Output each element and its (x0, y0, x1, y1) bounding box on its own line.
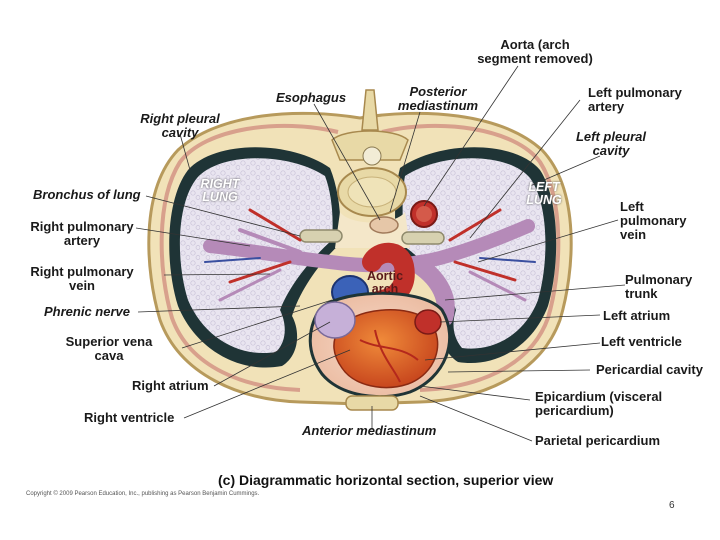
spinal-cord (362, 146, 382, 166)
label-left-ventricle: Left ventricle (601, 334, 682, 349)
label-epicardium: Epicardium (visceral pericardium) (535, 389, 663, 418)
label-right-pulmonary-vein: Right pulmonary vein (30, 264, 134, 293)
left-lung-vessels (448, 208, 536, 302)
esophagus (369, 216, 399, 234)
label-pulmonary-trunk: Pulmonary trunk (625, 272, 693, 301)
label-left-pulmonary-vein: Left pulmonary vein (620, 199, 687, 242)
label-right-lung: RIGHT LUNG (200, 177, 240, 204)
label-left-atrium: Left atrium (603, 308, 671, 323)
copyright-notice: Copyright © 2009 Pearson Education, Inc.… (26, 491, 260, 497)
page-number: 6 (669, 500, 675, 511)
right-lung-vessels (204, 208, 302, 302)
leader-lines (135, 65, 626, 442)
label-parietal-pericardium: Parietal pericardium (535, 433, 660, 448)
label-right-pulmonary-artery: Right pulmonary artery (30, 219, 134, 248)
label-left-lung: LEFT LUNG (526, 180, 562, 207)
label-anterior-mediastinum: Anterior mediastinum (302, 423, 437, 438)
label-superior-vena-cava: Superior vena cava (65, 334, 153, 363)
left-atrium (414, 309, 442, 335)
label-left-pleural-cavity: Left pleural cavity (575, 129, 647, 158)
label-esophagus: Esophagus (276, 90, 347, 105)
label-posterior-mediastinum: Posterior mediastinum (397, 84, 479, 113)
label-bronchus: Bronchus of lung (33, 187, 141, 202)
figure-caption: (c) Diagrammatic horizontal section, sup… (218, 472, 554, 488)
heart (333, 309, 439, 389)
right-atrium (314, 301, 356, 339)
label-right-atrium: Right atrium (132, 378, 209, 393)
vertebral-arch (331, 130, 409, 161)
vertebral-body-inner (347, 176, 397, 208)
label-left-pulmonary-artery: Left pulmonary artery (588, 85, 682, 114)
right-bronchus (299, 229, 343, 243)
label-aortic-arch: Aortic arch (366, 269, 404, 296)
rib-band-left (159, 123, 339, 392)
spinous-process (361, 89, 379, 131)
coronary-vessels (359, 329, 419, 383)
label-pericardial-cavity: Pericardial cavity (596, 362, 703, 377)
descending-aorta-lumen (416, 206, 432, 222)
left-bronchus (401, 231, 445, 245)
label-right-ventricle: Right ventricle (84, 410, 175, 425)
label-right-pleural-cavity: Right pleural cavity (140, 111, 220, 140)
label-phrenic-nerve: Phrenic nerve (44, 304, 130, 319)
label-aorta: Aorta (arch segment removed) (477, 37, 593, 66)
